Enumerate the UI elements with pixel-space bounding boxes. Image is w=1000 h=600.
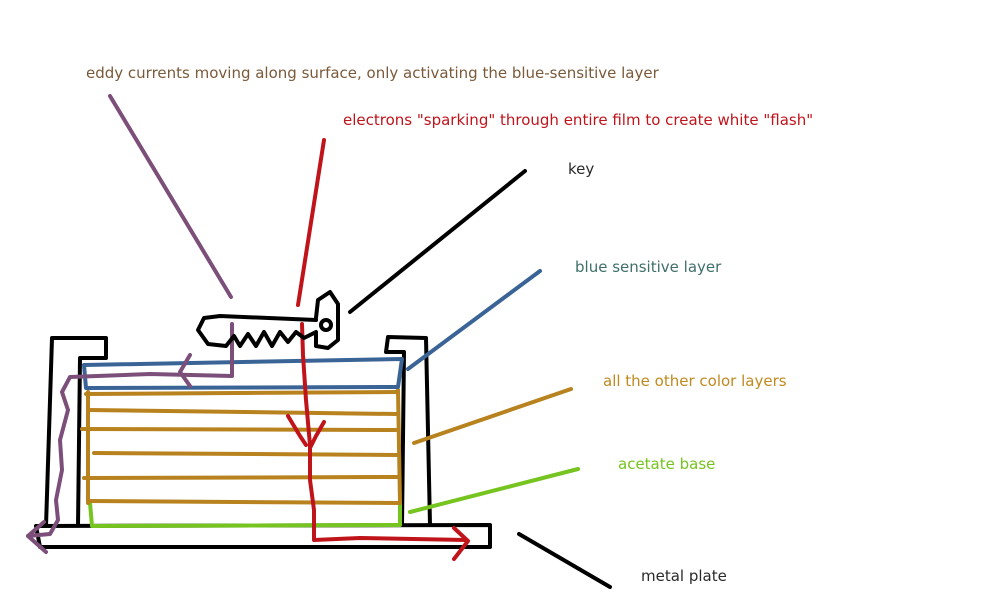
electron-spark-arrowhead [452,526,470,561]
acetate-base-pointer-line [408,467,580,514]
key-bow-hole [319,318,333,332]
metal-plate-shape [34,523,492,549]
electron-spark-path [286,322,470,561]
key-label: key [568,160,595,178]
eddy-currents-pointer-line [108,94,233,299]
electron-spark-branch [308,420,326,450]
electrons-pointer-line [296,138,326,307]
eddy-current-arrowhead [26,520,48,554]
electron-spark-line [300,322,468,542]
eddy-current-line [26,322,234,538]
other-color-layers [80,388,402,505]
right-holder-bracket [384,335,432,526]
color-layer-line [84,390,400,396]
left-holder-bracket [44,336,108,527]
blue-layer-pointer-line [406,269,542,371]
color-layer-line [86,408,398,416]
acetate-base-layer [88,502,402,528]
electron-spark-branch [286,414,308,447]
eddy-current-arrowhead [178,353,192,388]
key-body [196,314,318,348]
metal-plate-pointer-line [517,532,612,589]
acetate-base-label: acetate base [618,455,716,473]
blue-sensitive-layer [82,357,404,390]
color-layer-line [86,499,402,505]
color-layer-line [92,451,400,457]
key-bow [314,290,340,350]
key-shape [196,290,340,350]
eddy-currents-label: eddy currents moving along surface, only… [86,64,659,82]
other-layers-right-edge [396,388,402,505]
metal-plate-label: metal plate [641,567,727,585]
other-color-layers-label: all the other color layers [603,372,787,390]
other-layers-pointer-line [412,387,573,445]
eddy-current-path [26,322,234,554]
electrons-sparking-label: electrons "sparking" through entire film… [343,111,814,129]
color-layer-line [82,475,400,480]
color-layer-line [80,427,398,432]
blue-sensitive-layer-label: blue sensitive layer [575,258,722,276]
key-pointer-line [348,169,527,314]
